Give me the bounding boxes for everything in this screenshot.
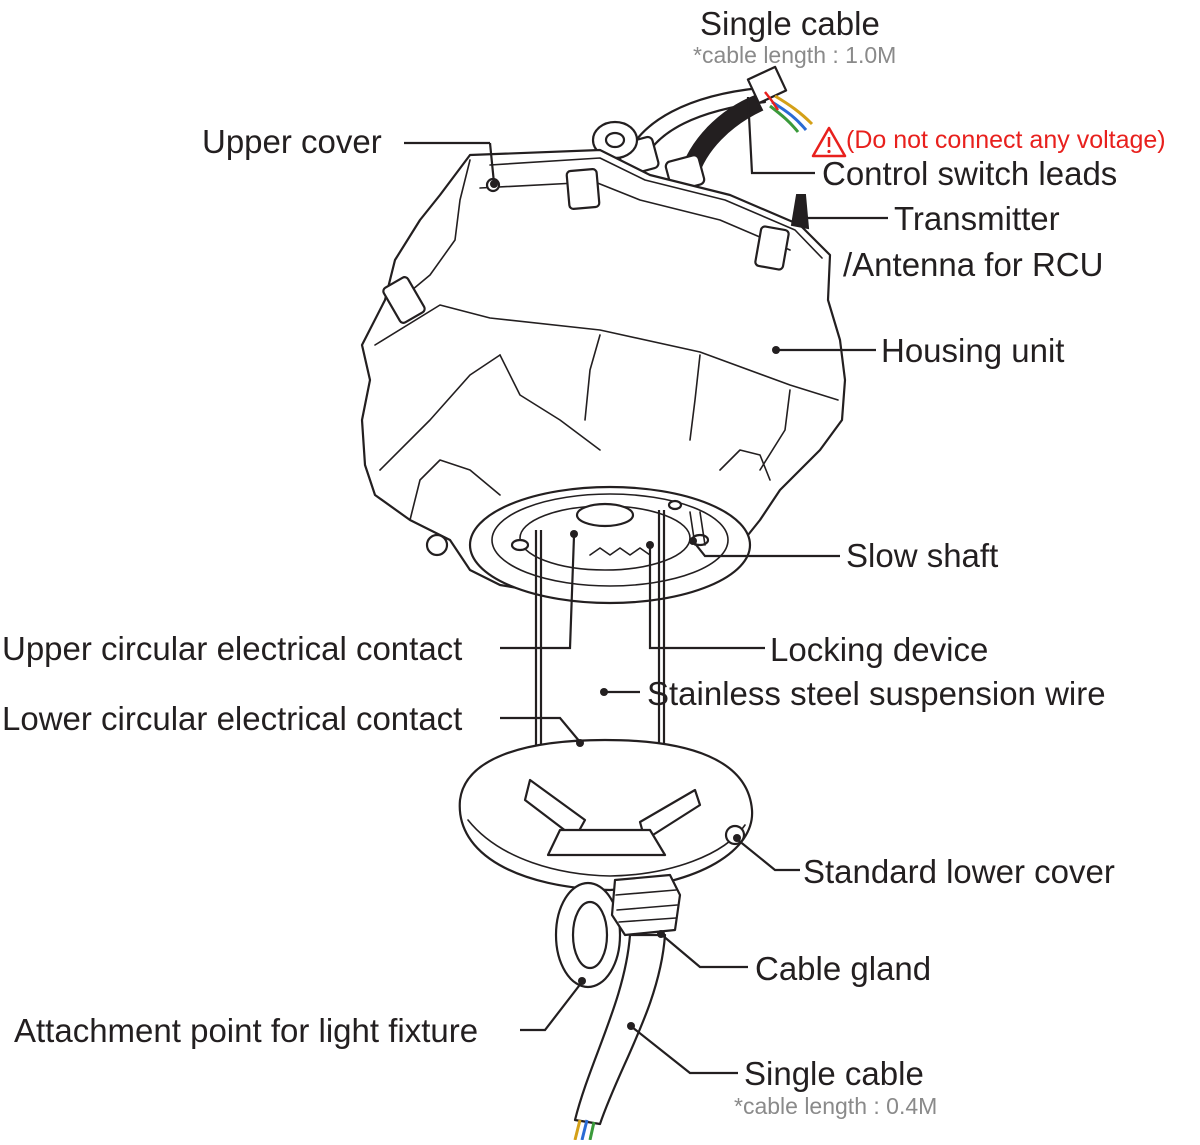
- lower-cover-drawing: [458, 738, 754, 892]
- label-warning: (Do not connect any voltage): [846, 126, 1166, 154]
- leader-lines: [404, 96, 888, 1075]
- label-standard-lower-cover: Standard lower cover: [803, 853, 1115, 890]
- label-cable-length-top: *cable length : 1.0M: [693, 42, 896, 68]
- label-housing-unit: Housing unit: [881, 332, 1064, 369]
- housing-unit-drawing: [360, 148, 847, 605]
- label-control-switch-leads: Control switch leads: [822, 155, 1117, 192]
- gland-and-eye-drawing: [554, 873, 682, 1141]
- top-cables: [591, 65, 814, 192]
- label-attachment-point: Attachment point for light fixture: [14, 1012, 478, 1049]
- label-transmitter: Transmitter: [894, 200, 1060, 237]
- label-upper-circular-contact: Upper circular electrical contact: [2, 630, 462, 667]
- label-suspension-wire: Stainless steel suspension wire: [647, 675, 1106, 712]
- label-single-cable-bottom: Single cable: [744, 1055, 924, 1092]
- label-slow-shaft: Slow shaft: [846, 537, 998, 574]
- label-cable-length-bottom: *cable length : 0.4M: [734, 1093, 937, 1119]
- label-lower-circular-contact: Lower circular electrical contact: [2, 700, 462, 737]
- warning-icon: [811, 126, 847, 158]
- label-upper-cover: Upper cover: [202, 123, 382, 160]
- suspension-wires: [534, 510, 666, 745]
- labels: Single cable *cable length : 1.0M Upper …: [2, 5, 1166, 1119]
- label-single-cable-top: Single cable: [700, 5, 880, 42]
- label-cable-gland: Cable gland: [755, 950, 931, 987]
- label-antenna-rcu: /Antenna for RCU: [843, 246, 1103, 283]
- label-locking-device: Locking device: [770, 631, 988, 668]
